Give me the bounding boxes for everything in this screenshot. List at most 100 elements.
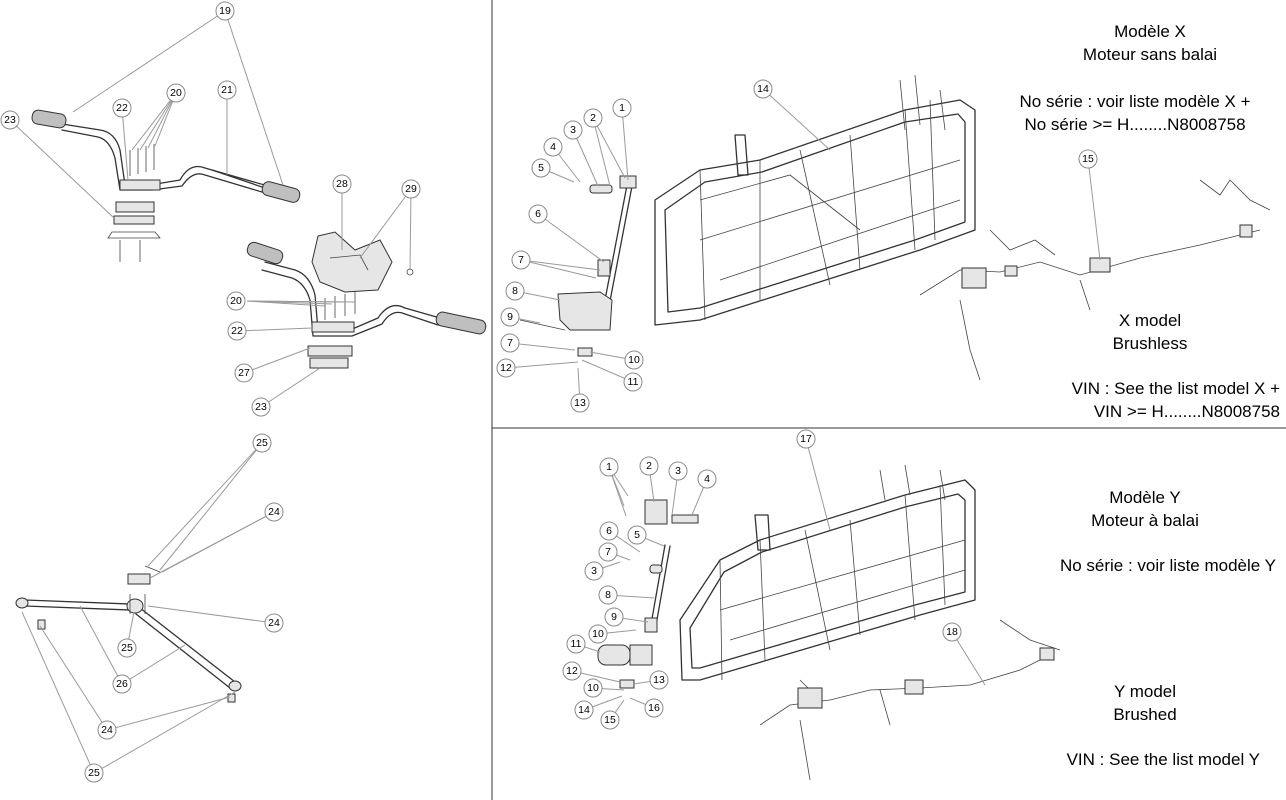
svg-text:9: 9 (507, 311, 513, 323)
model-y-fr-title-line1: Modèle Y (1109, 488, 1181, 507)
callout-x-10: 10 (624, 350, 644, 370)
model-x-english-vin: VIN : See the list model X + VIN >= H...… (1010, 377, 1280, 423)
callout-y-5: 5 (627, 525, 647, 545)
callout-x-8: 8 (505, 281, 525, 301)
callout-y-14: 14 (574, 700, 594, 720)
model-y-fr-serial: No série : voir liste modèle Y (1059, 556, 1276, 575)
callout-28: 28 (332, 174, 352, 194)
svg-text:4: 4 (550, 141, 556, 153)
callout-24-top: 24 (264, 502, 284, 522)
svg-text:4: 4 (704, 473, 710, 485)
callout-y-16: 16 (644, 698, 664, 718)
model-x-french-title: Modèle X Moteur sans balai (1040, 20, 1260, 66)
svg-text:22: 22 (231, 325, 243, 337)
callout-y-2: 2 (639, 456, 659, 476)
model-x-en-title-line1: X model (1118, 311, 1182, 330)
svg-text:20: 20 (230, 295, 242, 307)
model-y-english-vin: VIN : See the list model Y (1010, 748, 1260, 771)
callout-y-15: 15 (600, 710, 620, 730)
callout-y-6: 6 (599, 521, 619, 541)
svg-text:2: 2 (646, 460, 652, 472)
callout-20: 20 (166, 83, 186, 103)
svg-text:10: 10 (628, 354, 640, 366)
callout-25-bottom: 25 (84, 763, 104, 783)
callout-x-7-lower: 7 (500, 333, 520, 353)
svg-text:23: 23 (4, 114, 16, 126)
model-y-french-serial: No série : voir liste modèle Y (1000, 554, 1276, 577)
svg-text:18: 18 (946, 626, 958, 638)
svg-text:16: 16 (648, 702, 660, 714)
callout-x-4: 4 (543, 137, 563, 157)
model-x-fr-title-line1: Modèle X (1114, 22, 1186, 41)
svg-text:12: 12 (500, 362, 512, 374)
callout-25-mid: 25 (117, 638, 137, 658)
model-y-en-title-line2: Brushed (1113, 705, 1177, 724)
tie-rod-drawing (15, 565, 242, 703)
callout-y-13: 13 (649, 670, 669, 690)
svg-text:10: 10 (587, 682, 599, 694)
model-x-fr-serial-line1: No série : voir liste modèle X + (1019, 92, 1251, 111)
callout-y-7: 7 (598, 542, 618, 562)
callout-24-mid: 24 (264, 613, 284, 633)
svg-text:5: 5 (634, 529, 640, 541)
handlebar-assembly-drawing (31, 109, 487, 369)
callout-29: 29 (401, 179, 421, 199)
model-x-french-serial: No série : voir liste modèle X + No séri… (990, 90, 1280, 136)
svg-text:3: 3 (570, 124, 576, 136)
callout-x-12: 12 (496, 358, 516, 378)
svg-text:29: 29 (405, 183, 417, 195)
svg-text:26: 26 (116, 678, 128, 690)
model-x-en-title-line2: Brushless (1112, 334, 1188, 353)
callout-x-13: 13 (570, 393, 590, 413)
svg-text:19: 19 (219, 5, 231, 17)
svg-text:20: 20 (170, 87, 182, 99)
svg-text:15: 15 (604, 714, 616, 726)
callout-y-1: 1 (599, 457, 619, 477)
model-x-fr-serial-line2: No série >= H........N8008758 (1024, 115, 1246, 134)
model-x-english-title: X model Brushless (1090, 309, 1210, 355)
svg-text:1: 1 (619, 102, 625, 114)
tie-rod-leader-lines (21, 442, 275, 774)
callout-23: 23 (0, 110, 20, 130)
svg-text:25: 25 (121, 642, 133, 654)
callout-x-3: 3 (563, 120, 583, 140)
callout-x-14: 14 (753, 79, 773, 99)
handlebar-leader-lines (9, 10, 412, 408)
callout-y-3-lower: 3 (584, 561, 604, 581)
svg-text:7: 7 (605, 546, 611, 558)
callout-y-10-lower: 10 (583, 678, 603, 698)
callout-x-7: 7 (511, 250, 531, 270)
svg-text:3: 3 (675, 465, 681, 477)
callout-20-lower: 20 (226, 291, 246, 311)
callout-y-18: 18 (942, 622, 962, 642)
svg-text:2: 2 (590, 112, 596, 124)
svg-text:17: 17 (800, 433, 812, 445)
svg-text:25: 25 (88, 767, 100, 779)
svg-text:13: 13 (653, 674, 665, 686)
svg-text:11: 11 (628, 376, 639, 388)
callout-y-8: 8 (598, 585, 618, 605)
model-y-fr-title-line2: Moteur à balai (1091, 511, 1199, 530)
callout-27: 27 (234, 363, 254, 383)
callout-22: 22 (112, 98, 132, 118)
svg-text:24: 24 (268, 506, 280, 518)
callout-y-9: 9 (604, 607, 624, 627)
model-x-fr-title-line2: Moteur sans balai (1082, 45, 1218, 64)
svg-text:14: 14 (757, 83, 769, 95)
svg-text:7: 7 (507, 337, 513, 349)
model-x-leader-lines (505, 88, 1101, 404)
model-y-french-title: Modèle Y Moteur à balai (1050, 486, 1240, 532)
callout-y-4: 4 (697, 469, 717, 489)
model-y-en-title-line1: Y model (1113, 682, 1177, 701)
svg-text:11: 11 (571, 638, 582, 650)
svg-text:10: 10 (592, 628, 604, 640)
svg-text:3: 3 (591, 565, 597, 577)
callout-19: 19 (215, 1, 235, 21)
svg-text:8: 8 (512, 285, 518, 297)
callout-x-1: 1 (612, 98, 632, 118)
svg-text:8: 8 (605, 589, 611, 601)
model-y-en-vin: VIN : See the list model Y (1066, 750, 1260, 769)
svg-text:14: 14 (578, 704, 590, 716)
callout-22-lower: 22 (227, 321, 247, 341)
